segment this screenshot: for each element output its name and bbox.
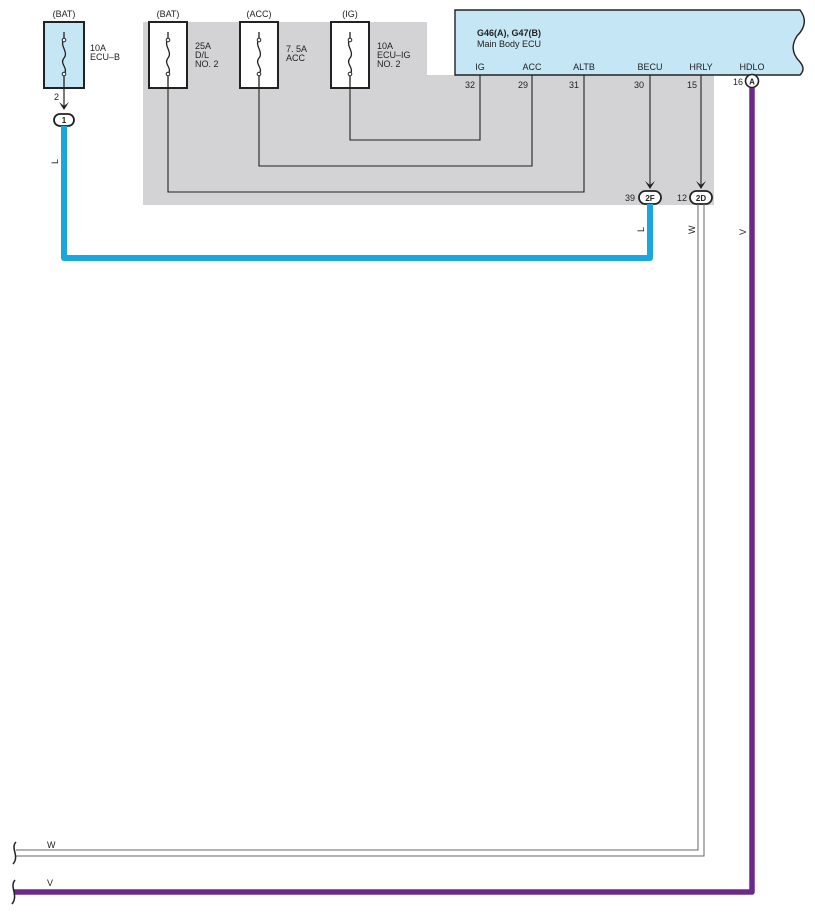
terminal-hdlo-label: HDLO: [739, 62, 764, 72]
connector-2f-label: 2F: [645, 194, 654, 203]
wire-hdlo-color-label: V: [738, 229, 748, 235]
wire-bottom-v-label: V: [47, 878, 53, 888]
connector-2f-pin: 39: [625, 193, 635, 203]
pin-becu: 30: [634, 80, 644, 90]
fuse-ecu-ig-icon: [347, 32, 353, 88]
fuse-acc-terminal-top: [256, 37, 262, 43]
fuse-acc-terminal-bottom: [256, 71, 262, 77]
connector-a-body: [744, 73, 760, 89]
terminal-altb-label: ALTB: [573, 62, 595, 72]
wire-hrly-color-label: W: [687, 225, 697, 234]
ecu-name: Main Body ECU: [477, 39, 541, 49]
pin-acc: 29: [518, 80, 528, 90]
terminal-acc-label: ACC: [522, 62, 542, 72]
main-body-ecu-box: [454, 9, 805, 76]
wire-v-violet: [14, 88, 755, 895]
wire-ecu-ig-to-ig: [349, 75, 481, 141]
fuse-ecu-ig-source: (IG): [342, 9, 358, 19]
pin-hrly: 15: [687, 80, 697, 90]
fuse-ecu-ig-rating: 10A: [377, 41, 393, 51]
fuse-acc-rating: 7. 5A: [286, 44, 307, 54]
fuse-acc-source: (ACC): [247, 9, 272, 19]
fuse-ecu-b-pin: 2: [54, 92, 59, 102]
wire-ecu-b-color-label: L: [50, 159, 60, 164]
fuse-acc-name: ACC: [286, 53, 306, 63]
fuse-ecu-b-rating: 10A: [90, 43, 106, 53]
fuse-ecu-ig-number: NO. 2: [377, 59, 401, 69]
wire-v-break-mark: [11, 879, 16, 905]
wire-w-break-mark: [12, 841, 17, 865]
fuse-dl-no2-terminal-bottom: [165, 71, 171, 77]
terminal-ig-label: IG: [475, 62, 485, 72]
fuse-ecu-ig-name: ECU–IG: [377, 50, 411, 60]
connector-2d-body: [689, 190, 713, 205]
fuse-acc-icon: [256, 32, 262, 88]
fuse-ecu-ig-terminal-bottom: [347, 71, 353, 77]
connector-a-label: A: [749, 78, 755, 87]
fuse-dl-no2-source: (BAT): [157, 9, 180, 19]
wire-w-outer: [16, 204, 705, 857]
fuse-dl-no2-number: NO. 2: [195, 59, 219, 69]
connector-1-arrow: [59, 102, 69, 110]
fuse-ecu-b-source: (BAT): [53, 9, 76, 19]
fuse-dl-no2-icon: [165, 32, 171, 88]
fuse-dl-no2-terminal-top: [165, 37, 171, 43]
connector-1-label: 1: [62, 116, 67, 125]
connector-2f-arrow: [645, 181, 655, 189]
fuse-dl-no2-rating: 25A: [195, 41, 211, 51]
wire-dl-to-altb: [167, 75, 585, 193]
wire-becu-color-label: L: [636, 227, 646, 232]
wire-l-blue: [61, 126, 653, 261]
wire-w-inner: [16, 204, 699, 851]
terminal-hrly-label: HRLY: [689, 62, 712, 72]
connector-2d-pin: 12: [677, 193, 687, 203]
fuse-ecu-ig-terminal-top: [347, 37, 353, 43]
pin-hdlo: 16: [733, 77, 743, 87]
wire-bottom-w-label: W: [47, 840, 56, 850]
connector-2d-label: 2D: [696, 194, 706, 203]
pin-altb: 31: [569, 80, 579, 90]
fuse-ecu-b-terminal-top: [61, 37, 67, 43]
pin-ig: 32: [465, 80, 475, 90]
fuse-dl-no2-name: D/L: [195, 50, 209, 60]
fuse-ecu-b-name: ECU–B: [90, 52, 120, 62]
terminal-becu-label: BECU: [637, 62, 662, 72]
wire-acc-to-acc: [258, 75, 533, 167]
fuse-ecu-b-terminal-bottom: [61, 71, 67, 77]
fuse-ecu-b-icon: [61, 32, 67, 88]
ecu-title: G46(A), G47(B): [477, 28, 541, 38]
junction-block-panel: [143, 22, 714, 205]
connector-2d-arrow: [696, 181, 706, 189]
